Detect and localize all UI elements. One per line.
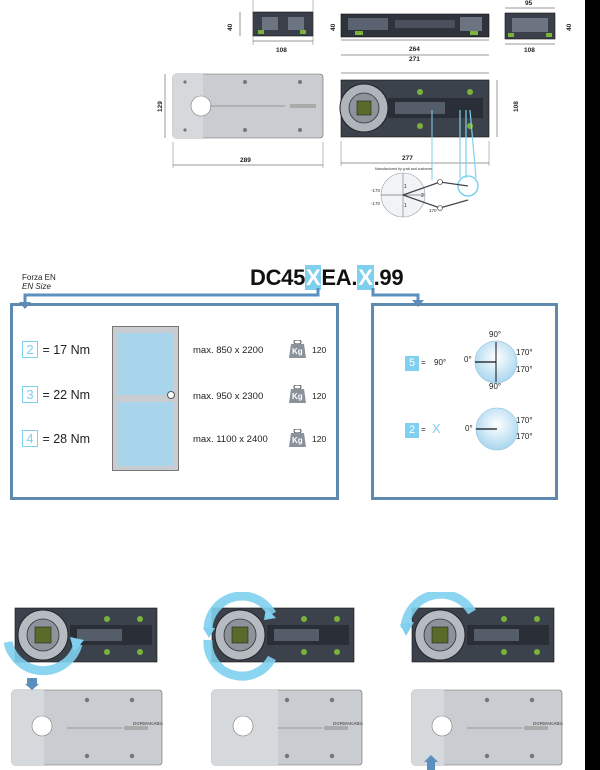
door-glass-top xyxy=(118,333,173,395)
size-max-2: max. 950 x 2300 xyxy=(193,391,264,402)
hold-option-2-left: 0° xyxy=(465,424,473,433)
tiny-note: Manufactured by g:ab and customer xyxy=(375,167,433,171)
svg-text:1: 1 xyxy=(404,203,407,209)
end-view-right xyxy=(504,7,556,45)
weight-value-3: 120 xyxy=(312,434,327,444)
forza-line2: EN Size xyxy=(22,282,51,291)
hold-option-1-bottom: 90° xyxy=(489,382,502,391)
dim-40-left: 40 xyxy=(227,23,234,31)
brand-plate-3: DORMAKABA xyxy=(533,721,564,726)
dim-40-mid: 40 xyxy=(330,23,337,31)
size-number-box: 4 xyxy=(22,430,38,447)
weight-kg-icon: Kg xyxy=(289,428,306,447)
variant-1-plate xyxy=(11,678,163,766)
size-max-1: max. 850 x 2200 xyxy=(193,345,264,356)
dim-108-right: 108 xyxy=(524,47,535,54)
arm-detail: 1 1 2 xyxy=(380,109,479,218)
variant-1-mechanism xyxy=(3,607,158,676)
hold-option-1-num: 5 xyxy=(405,356,419,371)
dim-minus170-a: -170 xyxy=(371,188,381,193)
variant-3-plate xyxy=(411,689,563,770)
hold-option-1-r1: 170° xyxy=(516,348,533,357)
door-handle xyxy=(167,391,175,399)
dim-108-side: 108 xyxy=(513,101,520,112)
hold-option-2-r2: 170° xyxy=(516,432,533,441)
svg-text:1: 1 xyxy=(404,184,407,190)
dim-277: 277 xyxy=(402,155,413,162)
dim-264: 264 xyxy=(409,46,420,53)
size-torque: = 22 Nm xyxy=(42,388,91,402)
forza-label: Forza EN EN Size xyxy=(22,273,56,291)
svg-text:Kg: Kg xyxy=(292,392,303,401)
model-suffix: .99 xyxy=(373,265,404,290)
cover-plate-drawing xyxy=(164,73,324,168)
size-row-3: 4 = 28 Nm xyxy=(22,430,112,448)
installation-variants: DORMAKABA DORMAKABA DORMAKABA xyxy=(3,592,564,770)
model-size-placeholder: X xyxy=(305,265,322,290)
weight-kg-icon: Kg xyxy=(289,384,306,403)
brand-plate-2: DORMAKABA xyxy=(333,721,364,726)
forza-line1: Forza EN xyxy=(22,273,56,282)
variant-2-mechanism xyxy=(203,592,355,681)
size-max-3: max. 1100 x 2400 xyxy=(193,434,268,445)
dim-40-right: 40 xyxy=(566,23,573,31)
hold-open-diagram-none xyxy=(475,407,519,451)
hold-open-diagram-90 xyxy=(474,340,518,384)
size-row-2: 3 = 22 Nm xyxy=(22,386,112,404)
hold-option-1-eq: = xyxy=(421,358,426,367)
mechanism-top-view xyxy=(339,72,498,166)
door-illustration xyxy=(112,326,179,471)
size-number-box: 3 xyxy=(22,386,38,403)
hold-option-2-num: 2 xyxy=(405,423,419,438)
weight-kg-icon: Kg xyxy=(289,339,306,358)
hold-option-1-r2: 170° xyxy=(516,365,533,374)
variant-2-plate xyxy=(211,689,363,766)
size-torque: = 17 Nm xyxy=(42,343,91,357)
hold-open-panel xyxy=(371,303,558,500)
dim-108-left: 108 xyxy=(276,47,287,54)
weight-value-2: 120 xyxy=(312,391,327,401)
weight-value-1: 120 xyxy=(312,345,327,355)
size-number-box: 2 xyxy=(22,341,38,358)
end-view-left xyxy=(252,0,314,45)
model-mid: EA. xyxy=(321,265,358,290)
hold-option-1-top: 90° xyxy=(489,330,502,339)
door-glass-bottom xyxy=(118,402,173,466)
size-row-1: 2 = 17 Nm xyxy=(22,341,112,359)
model-prefix: DC45 xyxy=(250,265,306,290)
hold-option-2-r1: 170° xyxy=(516,416,533,425)
dim-271: 271 xyxy=(409,56,420,63)
variant-3-mechanism xyxy=(400,592,555,663)
dim-289: 289 xyxy=(240,157,251,164)
hold-option-2-eq: = xyxy=(421,425,426,434)
hold-option-2-value: X xyxy=(432,421,441,436)
svg-text:Kg: Kg xyxy=(292,347,303,356)
dim-95: 95 xyxy=(525,0,533,7)
model-hold-placeholder: X xyxy=(357,265,374,290)
technical-drawings: 40 108 40 264 271 95 40 108 xyxy=(157,0,573,218)
side-view xyxy=(340,13,490,56)
svg-text:2: 2 xyxy=(421,193,424,199)
dim-170-right: 170 xyxy=(429,208,437,213)
hold-option-1-left: 0° xyxy=(464,355,472,364)
model-code: DC45XEA.X.99 xyxy=(250,265,404,291)
size-panel xyxy=(10,303,339,500)
brand-plate-1: DORMAKABA xyxy=(133,721,164,726)
size-torque: = 28 Nm xyxy=(42,432,91,446)
catalog-page: 40 108 40 264 271 95 40 108 xyxy=(0,0,585,770)
hold-option-1-value: 90° xyxy=(434,358,447,367)
dim-129: 129 xyxy=(157,101,164,112)
svg-text:Kg: Kg xyxy=(292,436,303,445)
dim-minus170-b: -170 xyxy=(371,201,381,206)
